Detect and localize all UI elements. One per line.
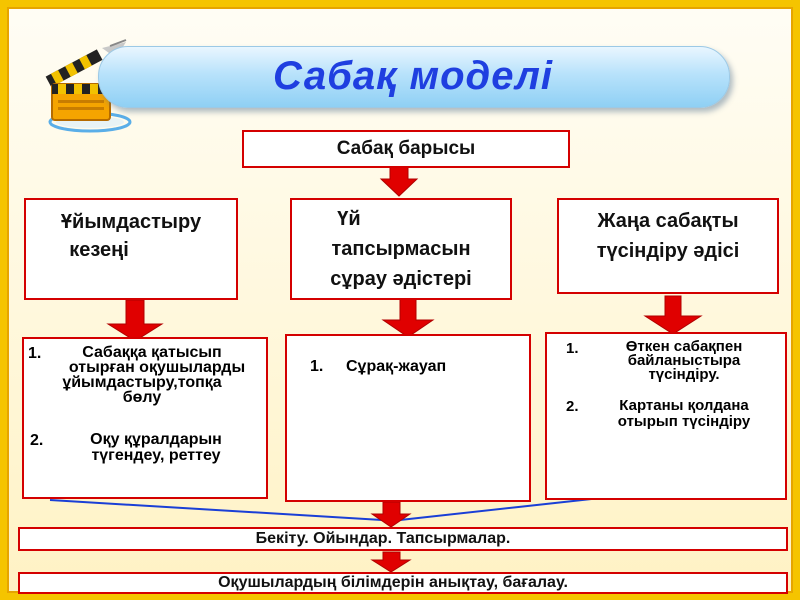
item-number: 2.	[30, 432, 43, 450]
item-line: отырып түсіндіру	[588, 414, 780, 430]
assessment-box: Оқушылардың білімдерін анықтау, бағалау.	[18, 572, 788, 594]
item-line: Сабаққа қатысып	[18, 345, 286, 360]
heading-line: тапсырмасын	[292, 234, 510, 264]
item-number: 1.	[28, 345, 41, 363]
item-line: түгендеу, реттеу	[42, 448, 270, 464]
list-item: 1. Сабаққа қатысып отырған оқушыларды ұй…	[28, 345, 286, 405]
heading-box-new-lesson: Жаңа сабақты түсіндіру әдісі	[557, 198, 779, 294]
item-line: Сұрақ-жауап	[346, 358, 446, 376]
lesson-process-box: Сабақ барысы	[242, 130, 570, 168]
connector-left	[50, 500, 382, 520]
heading-line: түсіндіру әдісі	[559, 236, 777, 266]
item-line: Картаны қолдана	[588, 398, 780, 414]
heading-line: Үй	[292, 204, 406, 234]
arrow-col3	[645, 296, 701, 334]
heading-line: кезеңі	[26, 236, 172, 264]
item-line: бөлу	[0, 390, 286, 405]
heading-line: сұрау әдістері	[292, 264, 510, 294]
item-line: түсіндіру.	[588, 368, 780, 382]
consolidation-label: Бекіту. Ойындар. Тапсырмалар.	[256, 530, 511, 547]
heading-line: Жаңа сабақты	[559, 206, 777, 236]
consolidation-box: Бекіту. Ойындар. Тапсырмалар.	[18, 527, 788, 551]
arrow-bottom-1	[372, 502, 410, 527]
list-item: 2. Картаны қолдана отырып түсіндіру	[566, 398, 780, 430]
lesson-process-label: Сабақ барысы	[337, 138, 476, 159]
item-line: отырған оқушыларды	[28, 360, 286, 375]
arrow-col2	[383, 298, 433, 337]
item-line: ұйымдастыру,топқа	[0, 375, 286, 390]
item-line: Оқу құралдарын	[42, 432, 270, 448]
arrow-top-down	[381, 167, 417, 196]
item-number: 1.	[310, 358, 323, 376]
assessment-label: Оқушылардың білімдерін анықтау, бағалау.	[218, 574, 568, 591]
item-number: 1.	[566, 340, 579, 357]
list-item: 1. Өткен сабақпен байланыстыра түсіндіру…	[566, 340, 780, 382]
heading-line: Ұйымдастыру	[26, 208, 236, 236]
heading-box-organization: Ұйымдастыру кезеңі	[24, 198, 238, 300]
arrow-bottom-2	[372, 552, 410, 572]
arrow-col1	[108, 300, 162, 341]
item-number: 2.	[566, 398, 579, 415]
list-item: 2. Оқу құралдарын түгендеу, реттеу	[30, 432, 270, 464]
heading-box-homework: Үй тапсырмасын сұрау әдістері	[290, 198, 512, 300]
